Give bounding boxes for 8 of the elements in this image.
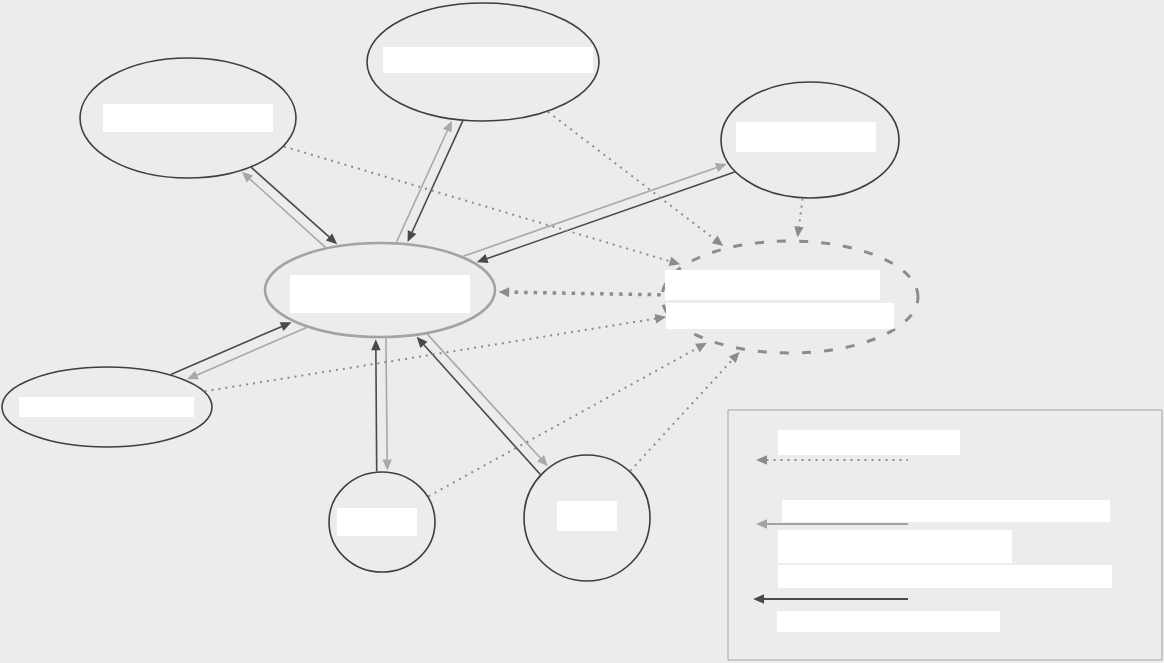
ellipse-node <box>720 81 900 199</box>
ellipse-node <box>1 366 213 448</box>
dashed-ellipse <box>660 239 920 355</box>
circle-node <box>523 454 651 582</box>
circle-node <box>328 471 436 573</box>
ellipse-node <box>263 241 497 339</box>
ellipse-node <box>366 2 600 122</box>
ellipse-node <box>79 57 297 179</box>
